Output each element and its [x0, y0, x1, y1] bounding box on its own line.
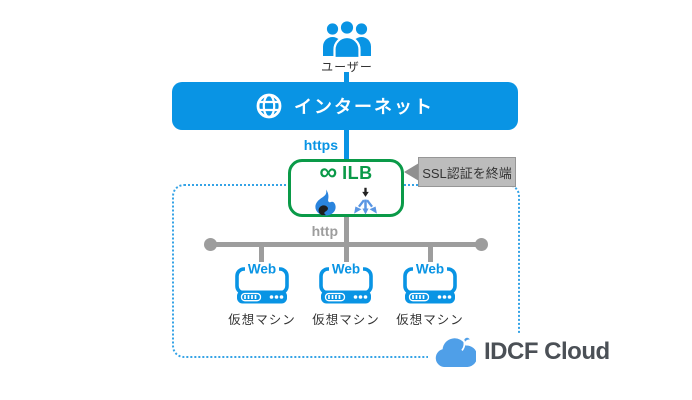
- users-icon: [323, 19, 371, 58]
- vm-label: 仮想マシン: [312, 313, 380, 327]
- https-label: https: [303, 137, 338, 153]
- ilb-label: ILB: [342, 163, 373, 183]
- users-label: ユーザー: [321, 60, 373, 74]
- ilb-icons-row: [312, 187, 380, 216]
- vm-label: 仮想マシン: [396, 313, 464, 327]
- connector-bus-vm2: [344, 242, 349, 263]
- connector-bus-vm3: [428, 242, 433, 263]
- vm-node-3: Web 仮想マシン: [388, 262, 472, 328]
- internet-node: インターネット: [172, 82, 518, 130]
- web-server-icon: Web: [403, 262, 457, 304]
- bus-endpoint-right: [475, 238, 488, 251]
- cloud-icon: [435, 337, 476, 367]
- connector-ilb-bus: [344, 215, 349, 245]
- connector-internet-ilb: [344, 130, 349, 160]
- vm-label: 仮想マシン: [228, 313, 296, 327]
- infinity-icon: ∞: [319, 157, 338, 186]
- flame-icon: [315, 188, 336, 216]
- bus-endpoint-left: [204, 238, 217, 251]
- idcf-cloud-logo: IDCF Cloud: [428, 334, 616, 370]
- ilb-title: ∞ ILB: [319, 157, 373, 186]
- web-server-icon: Web: [235, 262, 289, 304]
- vm-node-1: Web 仮想マシン: [220, 262, 304, 328]
- internet-label: インターネット: [294, 97, 434, 117]
- annotation-pointer: [404, 163, 419, 181]
- network-bus: [207, 242, 485, 247]
- web-title: Web: [248, 262, 276, 277]
- ilb-node: ∞ ILB: [288, 159, 404, 217]
- logo-text: IDCF Cloud: [484, 338, 610, 365]
- web-server-icon: Web: [319, 262, 373, 304]
- connector-users-internet: [344, 72, 349, 82]
- annotation-label: SSL認証を終端: [422, 165, 512, 181]
- web-title: Web: [416, 262, 444, 277]
- vm-node-2: Web 仮想マシン: [304, 262, 388, 328]
- connector-bus-vm1: [259, 242, 264, 263]
- web-title: Web: [332, 262, 360, 277]
- split-arrows-icon: [354, 187, 377, 215]
- http-label: http: [311, 223, 338, 239]
- annotation-bubble: SSL認証を終端: [418, 157, 516, 187]
- globe-icon: [256, 93, 282, 119]
